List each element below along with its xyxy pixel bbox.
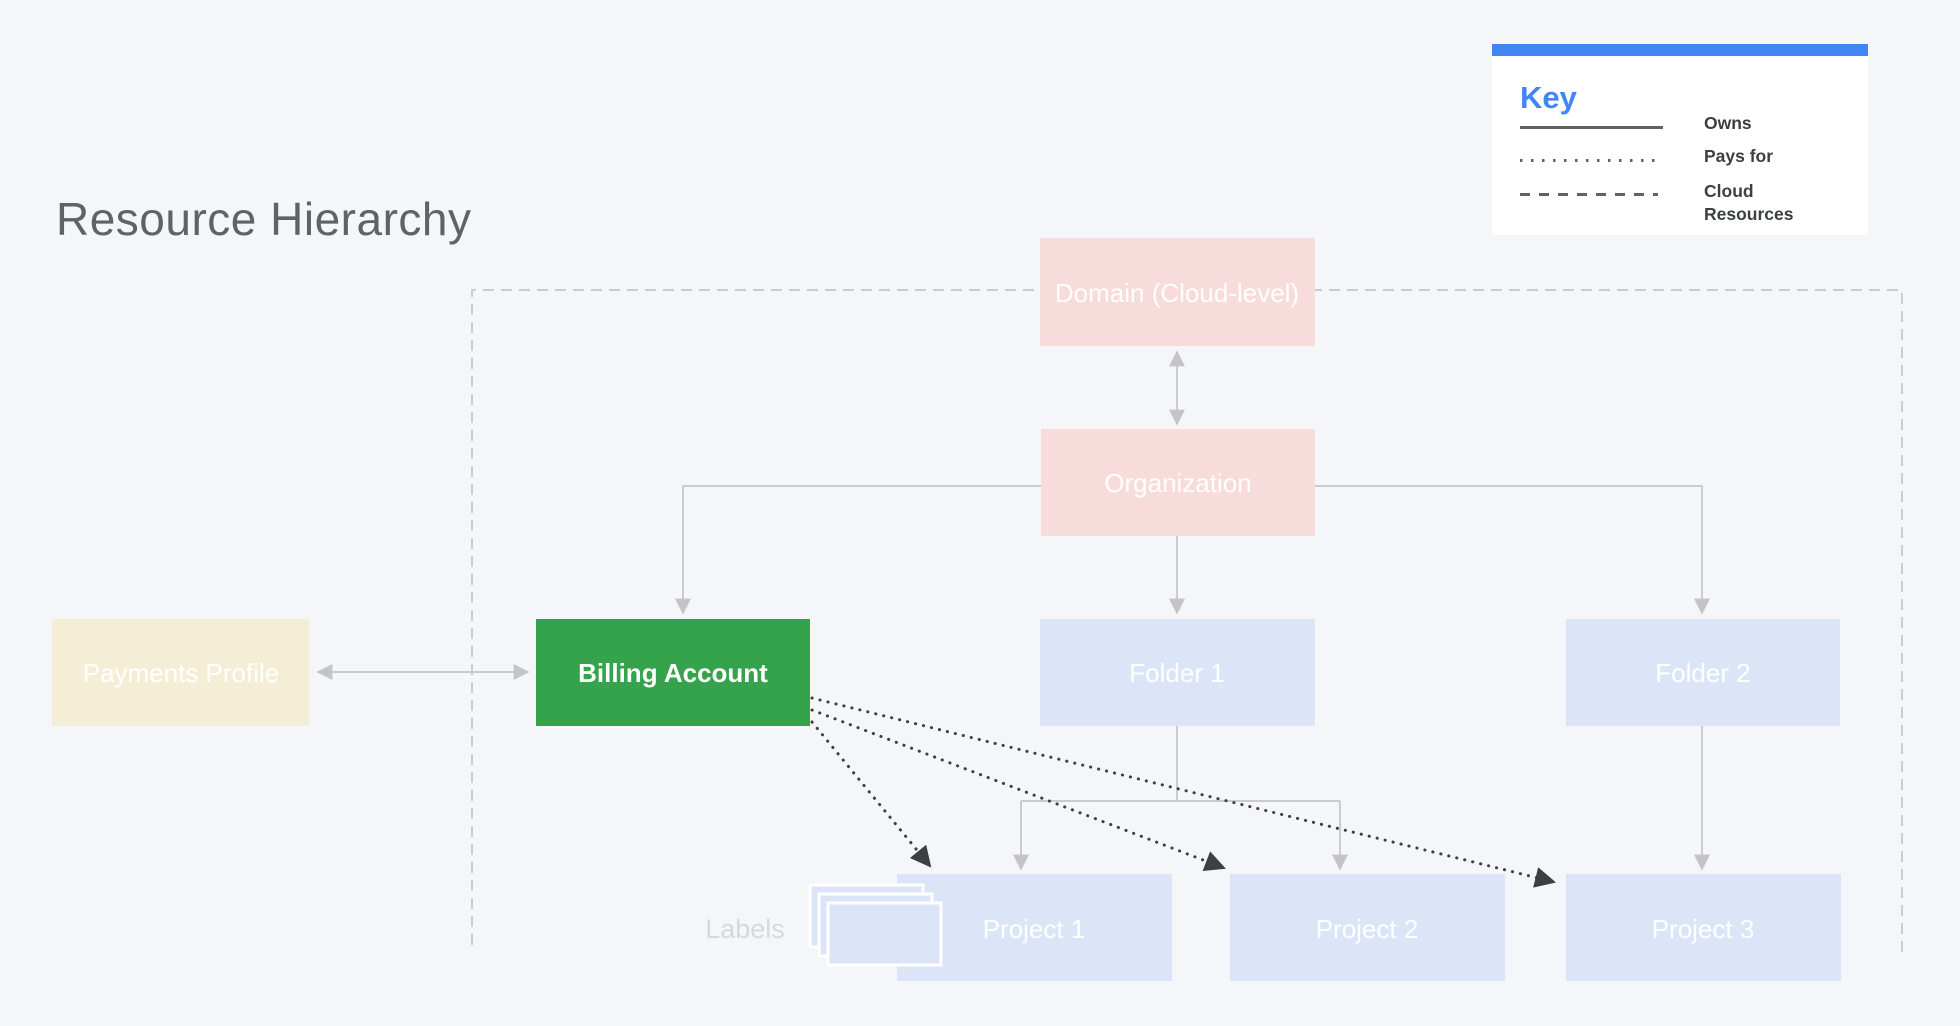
page-title: Resource Hierarchy — [56, 193, 472, 245]
organization-folder2-connector — [1315, 485, 1710, 615]
key-paysfor-line-sample — [1520, 159, 1660, 162]
folder-1-node-label: Folder 1 — [1129, 658, 1224, 688]
billing-account-node-label: Billing Account — [578, 658, 768, 688]
folder-2-node — [1566, 619, 1840, 726]
key-panel: Key Owns Pays for Cloud Resources — [1492, 44, 1868, 235]
paysfor-project2-arrow — [810, 708, 1226, 872]
payments-profile-node-label: Payments Profile — [83, 658, 280, 688]
folder-1-node — [1040, 619, 1315, 726]
key-accent-bar — [1492, 44, 1868, 56]
project-3-node — [1566, 874, 1841, 981]
organization-node — [1041, 429, 1315, 536]
key-cloudresources-line-sample — [1520, 193, 1658, 196]
organization-node-label: Organization — [1104, 468, 1251, 498]
payments-profile-node — [52, 619, 309, 726]
project-2-node — [1230, 874, 1505, 981]
labels-stack-icon — [808, 883, 943, 967]
project-1-node-label: Project 1 — [983, 914, 1086, 944]
organization-billing-connector — [675, 485, 1041, 615]
domain-node-label: Domain (Cloud-level) — [1055, 278, 1299, 308]
labels-caption: Labels — [705, 914, 785, 944]
folder1-projects-connector — [1021, 726, 1340, 802]
paysfor-project1-arrow — [810, 720, 932, 868]
key-cloudresources-label: Cloud Resources — [1704, 181, 1794, 224]
folder-2-node-label: Folder 2 — [1655, 658, 1750, 688]
key-paysfor-label: Pays for — [1704, 146, 1774, 166]
project-3-node-label: Project 3 — [1652, 914, 1755, 944]
project-2-node-label: Project 2 — [1316, 914, 1419, 944]
key-owns-label: Owns — [1704, 113, 1752, 133]
domain-node — [1040, 238, 1315, 346]
key-owns-line-sample — [1520, 126, 1663, 129]
billing-account-node — [536, 619, 810, 726]
project-1-node — [897, 874, 1172, 981]
key-title: Key — [1520, 80, 1577, 115]
